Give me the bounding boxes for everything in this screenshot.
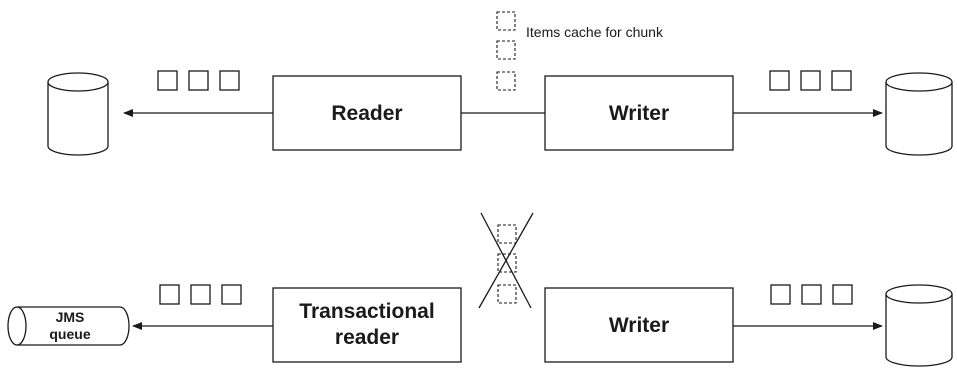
jms-queue-label-line1: JMS xyxy=(56,309,85,325)
jms-queue-icon xyxy=(7,306,130,346)
item-square xyxy=(188,70,209,91)
top-reader-label: Reader xyxy=(331,102,402,125)
item-square xyxy=(190,284,211,305)
item-square xyxy=(159,284,180,305)
cache-square xyxy=(496,71,516,91)
bottom-writer-box: Writer xyxy=(544,287,734,363)
item-square xyxy=(800,70,821,91)
bottom-writer-label: Writer xyxy=(609,314,669,337)
transactional-reader-box: Transactional reader xyxy=(272,287,462,363)
top-flow: Reader Items cache for chunk Writer xyxy=(47,11,953,156)
transactional-reader-label-line2: reader xyxy=(335,326,399,349)
top-writer-label: Writer xyxy=(609,102,669,125)
cache-square xyxy=(497,224,517,244)
cache-label: Items cache for chunk xyxy=(526,24,664,40)
transactional-reader-label-line1: Transactional xyxy=(299,300,434,323)
top-write-items xyxy=(769,70,852,91)
bottom-read-items xyxy=(159,284,242,305)
item-square xyxy=(219,70,240,91)
top-read-items xyxy=(157,70,240,91)
bottom-write-items xyxy=(770,284,853,305)
jms-queue-label-line2: queue xyxy=(49,326,90,342)
bottom-items-cache xyxy=(497,224,517,304)
item-square xyxy=(832,284,853,305)
item-square xyxy=(831,70,852,91)
cache-square xyxy=(496,40,516,60)
cache-square xyxy=(497,284,517,304)
no-cache-cross-icon xyxy=(478,212,534,309)
bottom-flow: JMS queue Transactional reader xyxy=(7,212,953,367)
item-square xyxy=(801,284,822,305)
top-source-database-icon xyxy=(47,72,109,156)
item-square xyxy=(769,70,790,91)
top-target-database-icon xyxy=(885,72,953,156)
cache-square xyxy=(496,11,516,31)
bottom-target-database-icon xyxy=(885,284,953,367)
item-square xyxy=(157,70,178,91)
top-reader-box: Reader xyxy=(272,75,462,151)
item-square xyxy=(221,284,242,305)
top-writer-box: Writer xyxy=(544,75,734,151)
top-items-cache xyxy=(496,11,516,91)
item-square xyxy=(770,284,791,305)
